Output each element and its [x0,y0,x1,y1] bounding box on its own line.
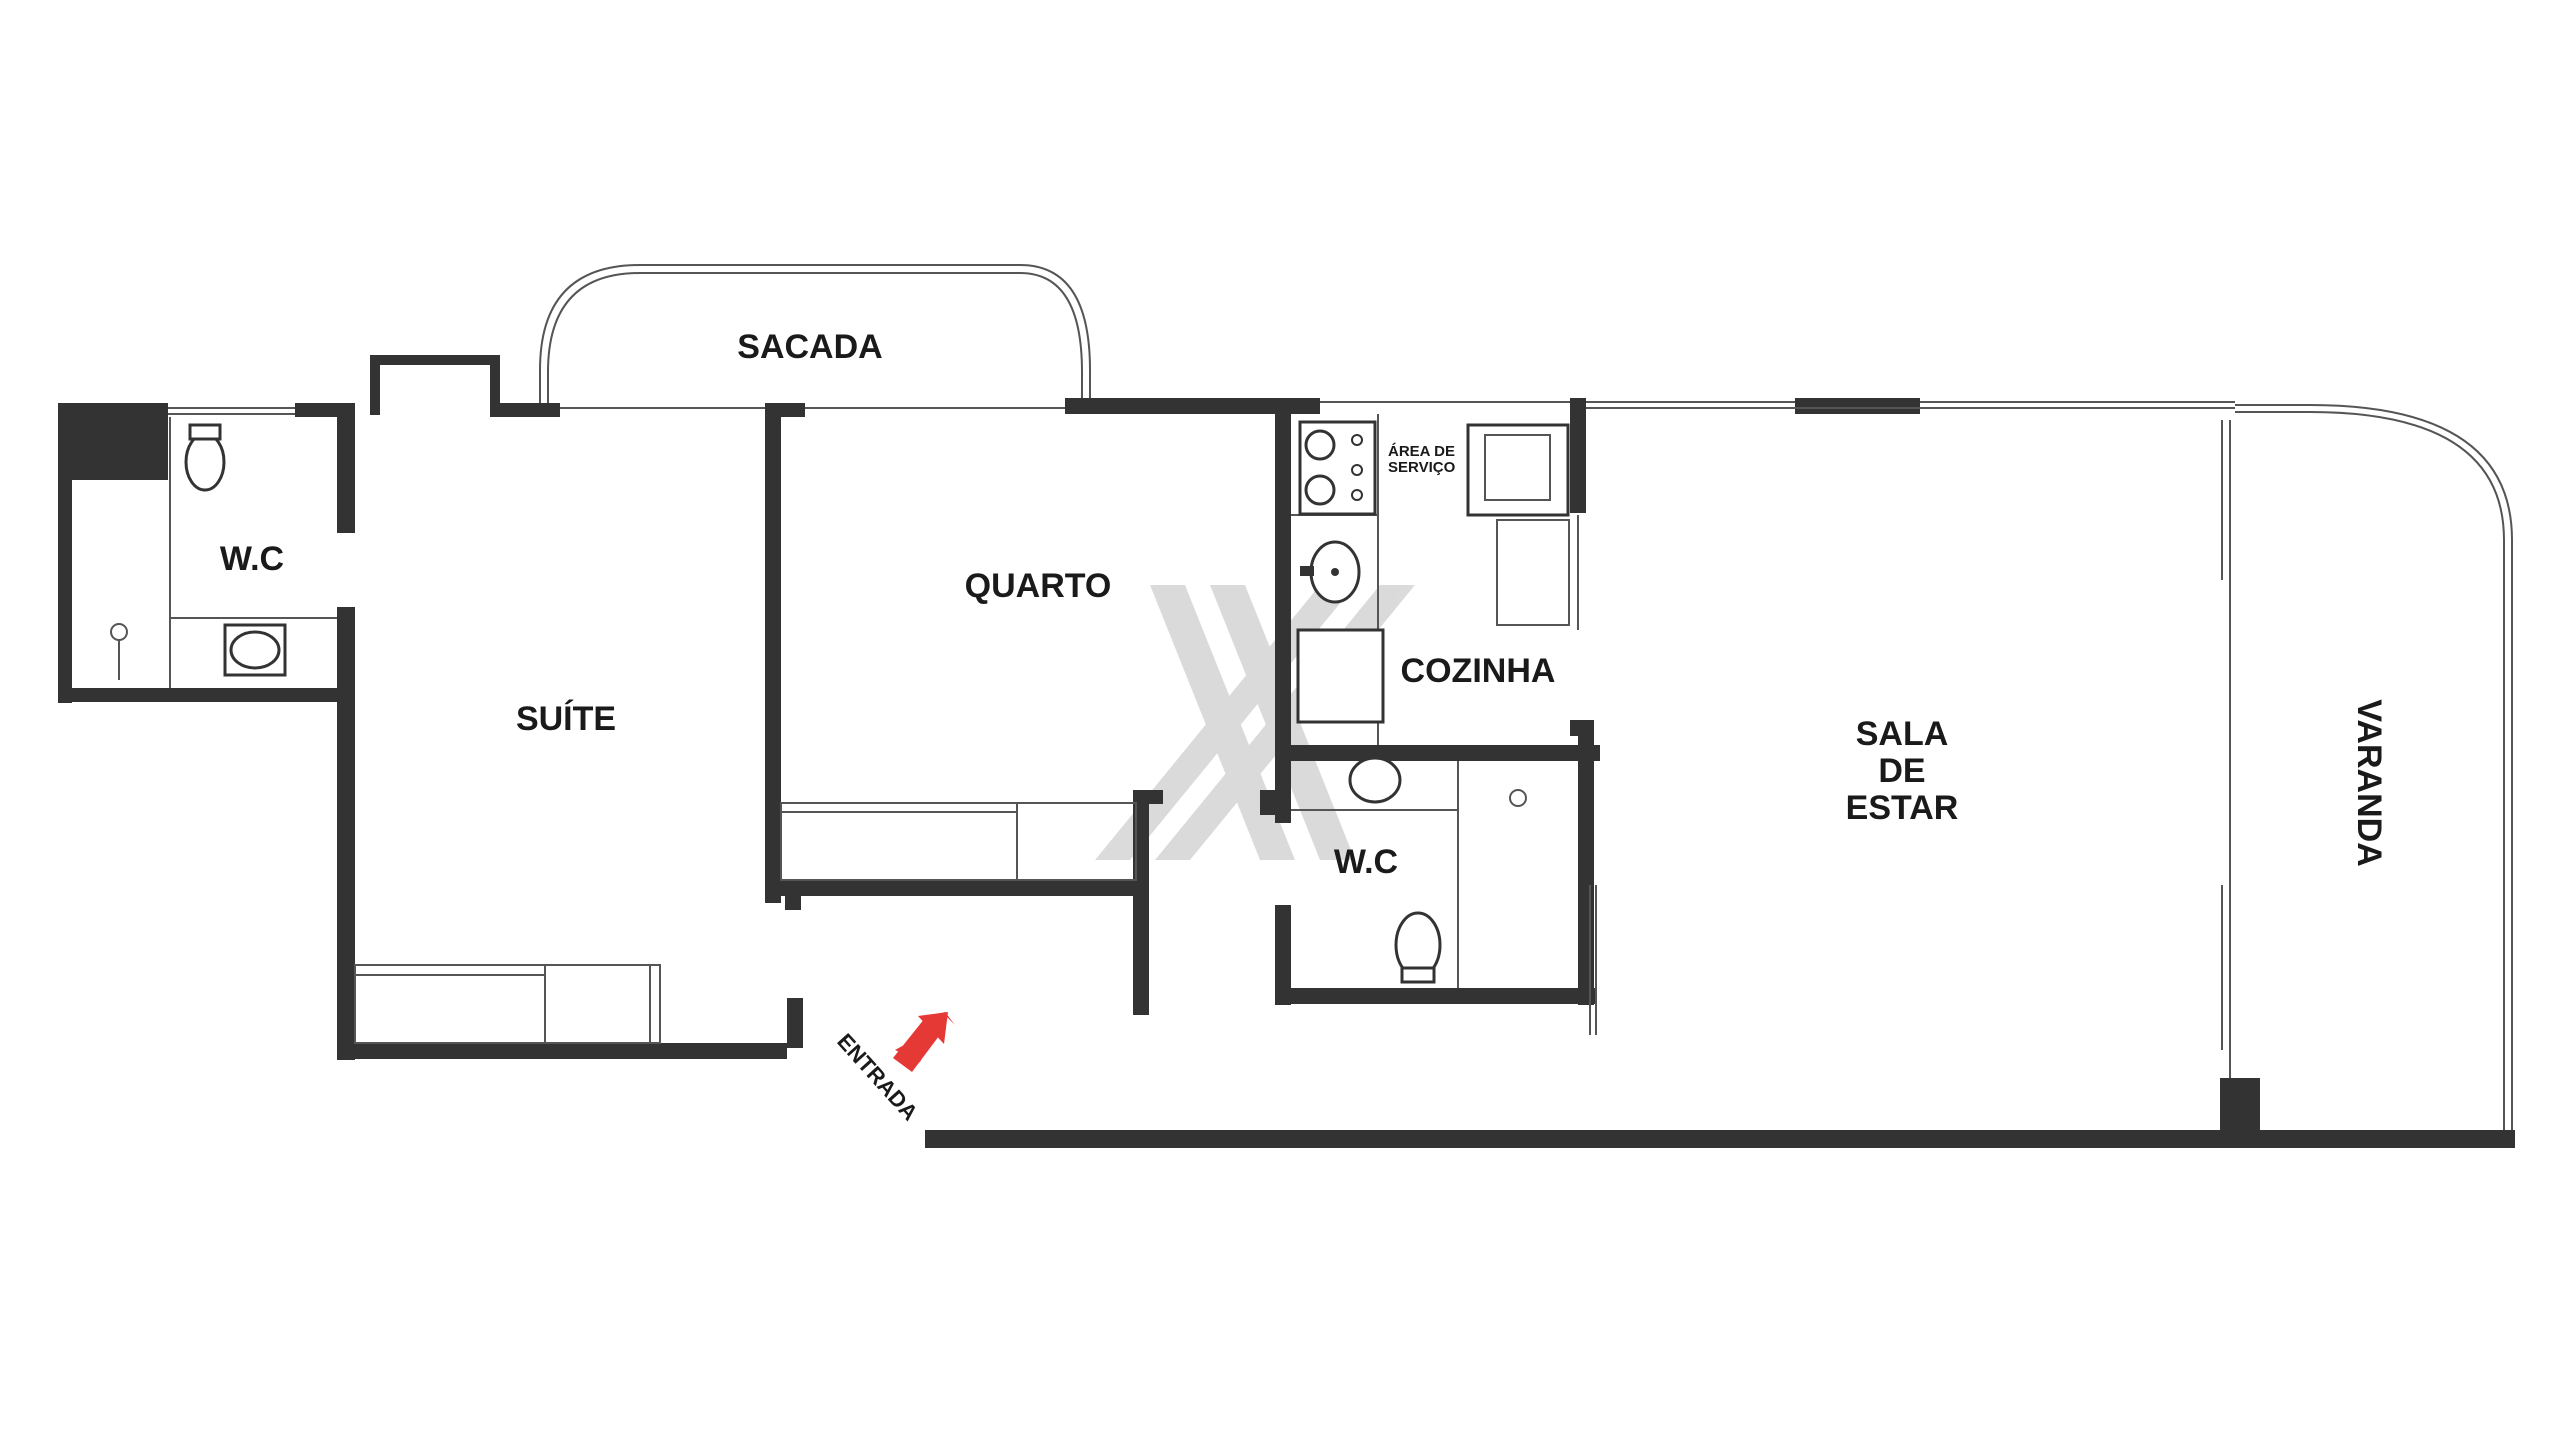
room-label-wc-center: W.C [1334,843,1398,881]
varanda-outline [2235,404,2513,1140]
room-label-cozinha: COZINHA [1401,652,1556,690]
walls [58,355,2515,1148]
room-label-wc-left: W.C [220,540,284,578]
room-label-sala-1: SALA [1856,715,1949,753]
room-label-sala-2: DE [1878,752,1925,790]
room-label-sala-3: ESTAR [1846,789,1959,827]
room-label-area-servico-1: ÁREA DE [1388,443,1455,460]
room-label-suite: SUÍTE [516,700,616,738]
fixtures [110,414,1570,1044]
room-label-area-servico-2: SERVIÇO [1388,459,1456,476]
room-label-quarto: QUARTO [965,567,1112,605]
room-label-varanda: VARANDA [2350,699,2388,866]
arrow-up-right-icon [893,1012,955,1072]
room-label-sacada: SACADA [737,328,882,366]
sacada-outline [539,264,1091,405]
